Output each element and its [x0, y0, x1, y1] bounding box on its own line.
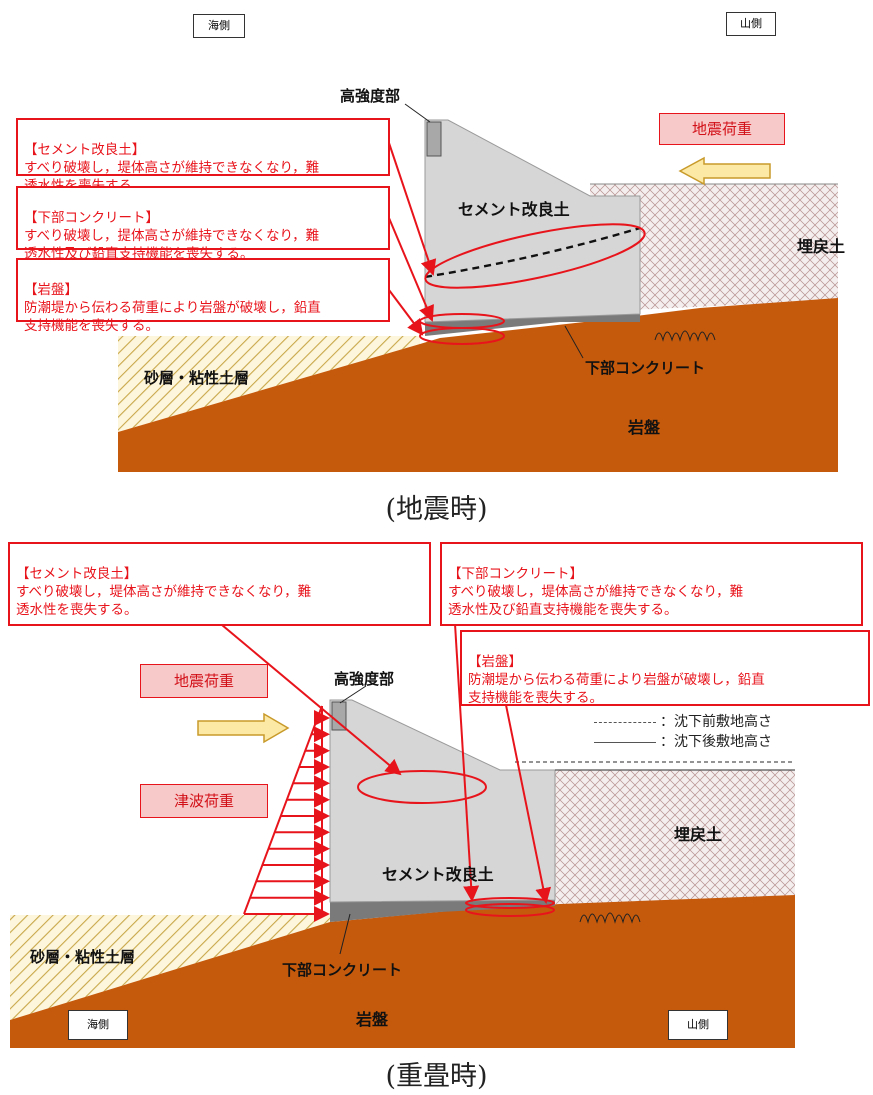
bottom-annotation-rock: 【岩盤】防潮堤から伝わる荷重により岩盤が破壊し，鉛直 支持機能を喪失する。: [460, 630, 870, 706]
top-high-strength-block: [426, 121, 442, 157]
legend-before-row: ：沈下前敷地高さ: [594, 712, 864, 732]
top-mountain-side-label: 山側: [726, 12, 776, 36]
top-bedrock-label: 岩盤: [627, 418, 661, 437]
top-annotation-concrete: 【下部コンクリート】すべり破壊し，提体高さが維持できなくなり，難 透水性及び鉛直…: [16, 186, 390, 262]
top-lower-concrete-label: 下部コンクリート: [585, 359, 705, 377]
bottom-concrete-ellipse: [465, 897, 555, 909]
bottom-cement-ellipse: [357, 770, 487, 804]
top-sand-label: 砂層・粘性土層: [144, 369, 249, 387]
legend-after-row: ：沈下後敷地高さ: [594, 732, 864, 752]
top-cement-label: セメント改良土: [458, 200, 570, 219]
annotation-title: 【セメント改良土】: [16, 566, 138, 582]
annotation-title: 【セメント改良土】: [24, 142, 146, 158]
top-bedrock: [118, 298, 838, 472]
bottom-bedrock-label: 岩盤: [355, 1010, 389, 1029]
bottom-backfill-area: [555, 770, 795, 904]
bottom-sand-label: 砂層・粘性土層: [30, 948, 135, 966]
annotation-title: 【岩盤】: [24, 282, 78, 298]
legend-before-text: ：沈下前敷地高さ: [660, 714, 772, 730]
top-cement-body: [424, 119, 641, 323]
top-caption: (地震時): [385, 494, 488, 525]
bottom-tsunami-load-label: 津波荷重: [140, 784, 268, 818]
bottom-backfill-label: 埋戻土: [674, 825, 722, 844]
top-annotation-rock: 【岩盤】防潮堤から伝わる荷重により岩盤が破壊し，鉛直 支持機能を喪失する。: [16, 258, 390, 334]
annotation-body: すべり破壊し，堤体高さが維持できなくなり，難 透水性を喪失する。: [16, 584, 312, 618]
annotation-body: すべり破壊し，堤体高さが維持できなくなり，難 透水性及び鉛直支持機能を喪失する。: [448, 584, 744, 618]
bottom-caption: (重畳時): [385, 1061, 488, 1092]
top-annotation-cement: 【セメント改良土】すべり破壊し，堤体高さが維持できなくなり，難 透水性を喪失する…: [16, 118, 390, 194]
top-backfill-area: [590, 184, 838, 312]
top-cement-ellipse: [424, 223, 646, 289]
bottom-seismic-load-label: 地震荷重: [140, 664, 268, 698]
top-section: 高強度部 セメント改良土 埋戻土 砂層・粘性土層 下部コンクリート 岩盤: [118, 87, 845, 472]
annotation-title: 【下部コンクリート】: [24, 210, 159, 226]
top-rock-ellipse: [419, 327, 505, 345]
top-slip-line: [424, 226, 641, 279]
dashed-line-swatch: [594, 721, 656, 723]
bottom-lower-concrete-label: 下部コンクリート: [282, 961, 402, 979]
bottom-sea-side-label: 海側: [68, 1010, 128, 1040]
bottom-high-strength-label: 高強度部: [334, 670, 394, 688]
bottom-sand-layer: [10, 915, 330, 1020]
top-backfill-label: 埋戻土: [797, 237, 845, 256]
bottom-annotation-concrete: 【下部コンクリート】すべり破壊し，堤体高さが維持できなくなり，難 透水性及び鉛直…: [440, 542, 863, 626]
annotation-title: 【岩盤】: [468, 654, 522, 670]
top-seismic-load-label: 地震荷重: [659, 113, 785, 145]
bottom-lower-concrete-block: [330, 900, 555, 922]
bottom-cement-label: セメント改良土: [382, 865, 494, 884]
bottom-annotation-cement: 【セメント改良土】すべり破壊し，堤体高さが維持できなくなり，難 透水性を喪失する…: [8, 542, 431, 626]
bottom-section: 高強度部 セメント改良土 埋戻土 砂層・粘性土層 下部コンクリート 岩盤: [10, 623, 795, 1048]
top-grass: [654, 330, 716, 342]
top-sea-side-label: 海側: [193, 14, 245, 38]
bottom-mountain-side-label: 山側: [668, 1010, 728, 1040]
bottom-seismic-arrow: [197, 712, 290, 744]
annotation-body: 防潮堤から伝わる荷重により岩盤が破壊し，鉛直 支持機能を喪失する。: [24, 300, 321, 334]
tsunami-load-arrows: [243, 705, 330, 922]
top-seismic-arrow: [678, 156, 771, 186]
annotation-body: すべり破壊し，提体高さが維持できなくなり，難 透水性及び鉛直支持機能を喪失する。: [24, 228, 320, 262]
top-lower-concrete-block: [425, 314, 640, 336]
legend-after-text: ：沈下後敷地高さ: [660, 734, 772, 750]
bottom-grass: [579, 912, 641, 924]
top-sand-layer: [118, 336, 420, 432]
settlement-legend: ：沈下前敷地高さ ：沈下後敷地高さ: [594, 712, 864, 752]
annotation-body: 防潮堤から伝わる荷重により岩盤が破壊し，鉛直 支持機能を喪失する。: [468, 672, 765, 706]
solid-line-swatch: [594, 741, 656, 743]
top-high-strength-label: 高強度部: [340, 87, 400, 105]
bottom-rock-ellipse: [465, 903, 555, 917]
annotation-title: 【下部コンクリート】: [448, 566, 583, 582]
bottom-bedrock: [10, 895, 795, 1048]
